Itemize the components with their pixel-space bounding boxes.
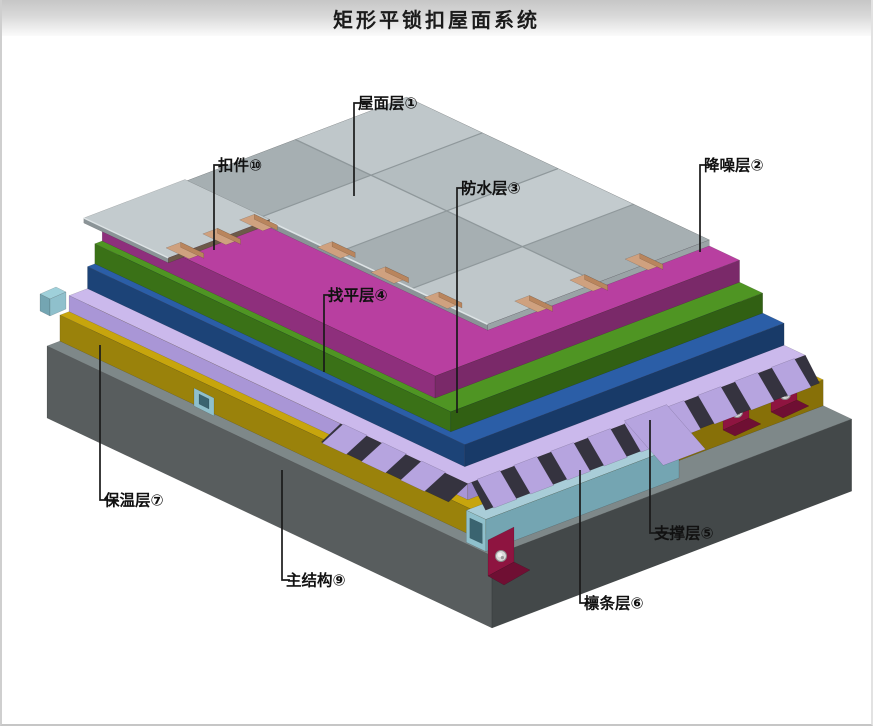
noise-reduction-layer-leader — [699, 164, 712, 252]
clip-fastener-label: 扣件⑩ — [218, 156, 262, 175]
leveling-layer-leader — [323, 294, 337, 372]
main-structure-label: 主结构⑨ — [286, 571, 346, 590]
waterproof-layer-label: 防水层③ — [461, 179, 521, 198]
roof-panel-layer-leader — [353, 102, 368, 196]
roof-panel-layer-label: 屋面层① — [358, 95, 418, 113]
clip-fasteners — [165, 213, 664, 313]
support-layer-label: 支撑层⑤ — [653, 524, 714, 543]
support-corrugation — [471, 354, 820, 511]
roof-panel-layer — [184, 96, 710, 331]
purlin-stub-mid — [193, 387, 215, 417]
purlin-layer-label: 檩条层⑥ — [584, 594, 644, 613]
title-bar: 矩形平锁扣屋面系统 — [2, 0, 871, 36]
waterproof-layer-leader — [456, 187, 470, 413]
noise-reduction-layer-label: 降噪层② — [704, 156, 764, 175]
page-title: 矩形平锁扣屋面系统 — [333, 7, 540, 32]
layer-labels: 屋面层① 扣件⑩ 防水层③ 降噪层② 找平层④ 保温层⑦ 支撑层⑤ 主结构⑨ 檩条层⑥ — [99, 95, 764, 613]
purlin-stub-left — [39, 286, 67, 317]
insulation-layer-leader — [99, 345, 118, 501]
purlin-layer-leader — [579, 470, 590, 604]
leveling-layer-label: 找平层④ — [328, 286, 388, 305]
insulation-layer-label: 保温层⑦ — [103, 491, 164, 510]
purlin-bracket-front — [487, 526, 531, 586]
clip-fastener-leader — [213, 164, 228, 250]
support-layer-leader — [649, 420, 675, 534]
main-structure-leader — [281, 470, 290, 581]
